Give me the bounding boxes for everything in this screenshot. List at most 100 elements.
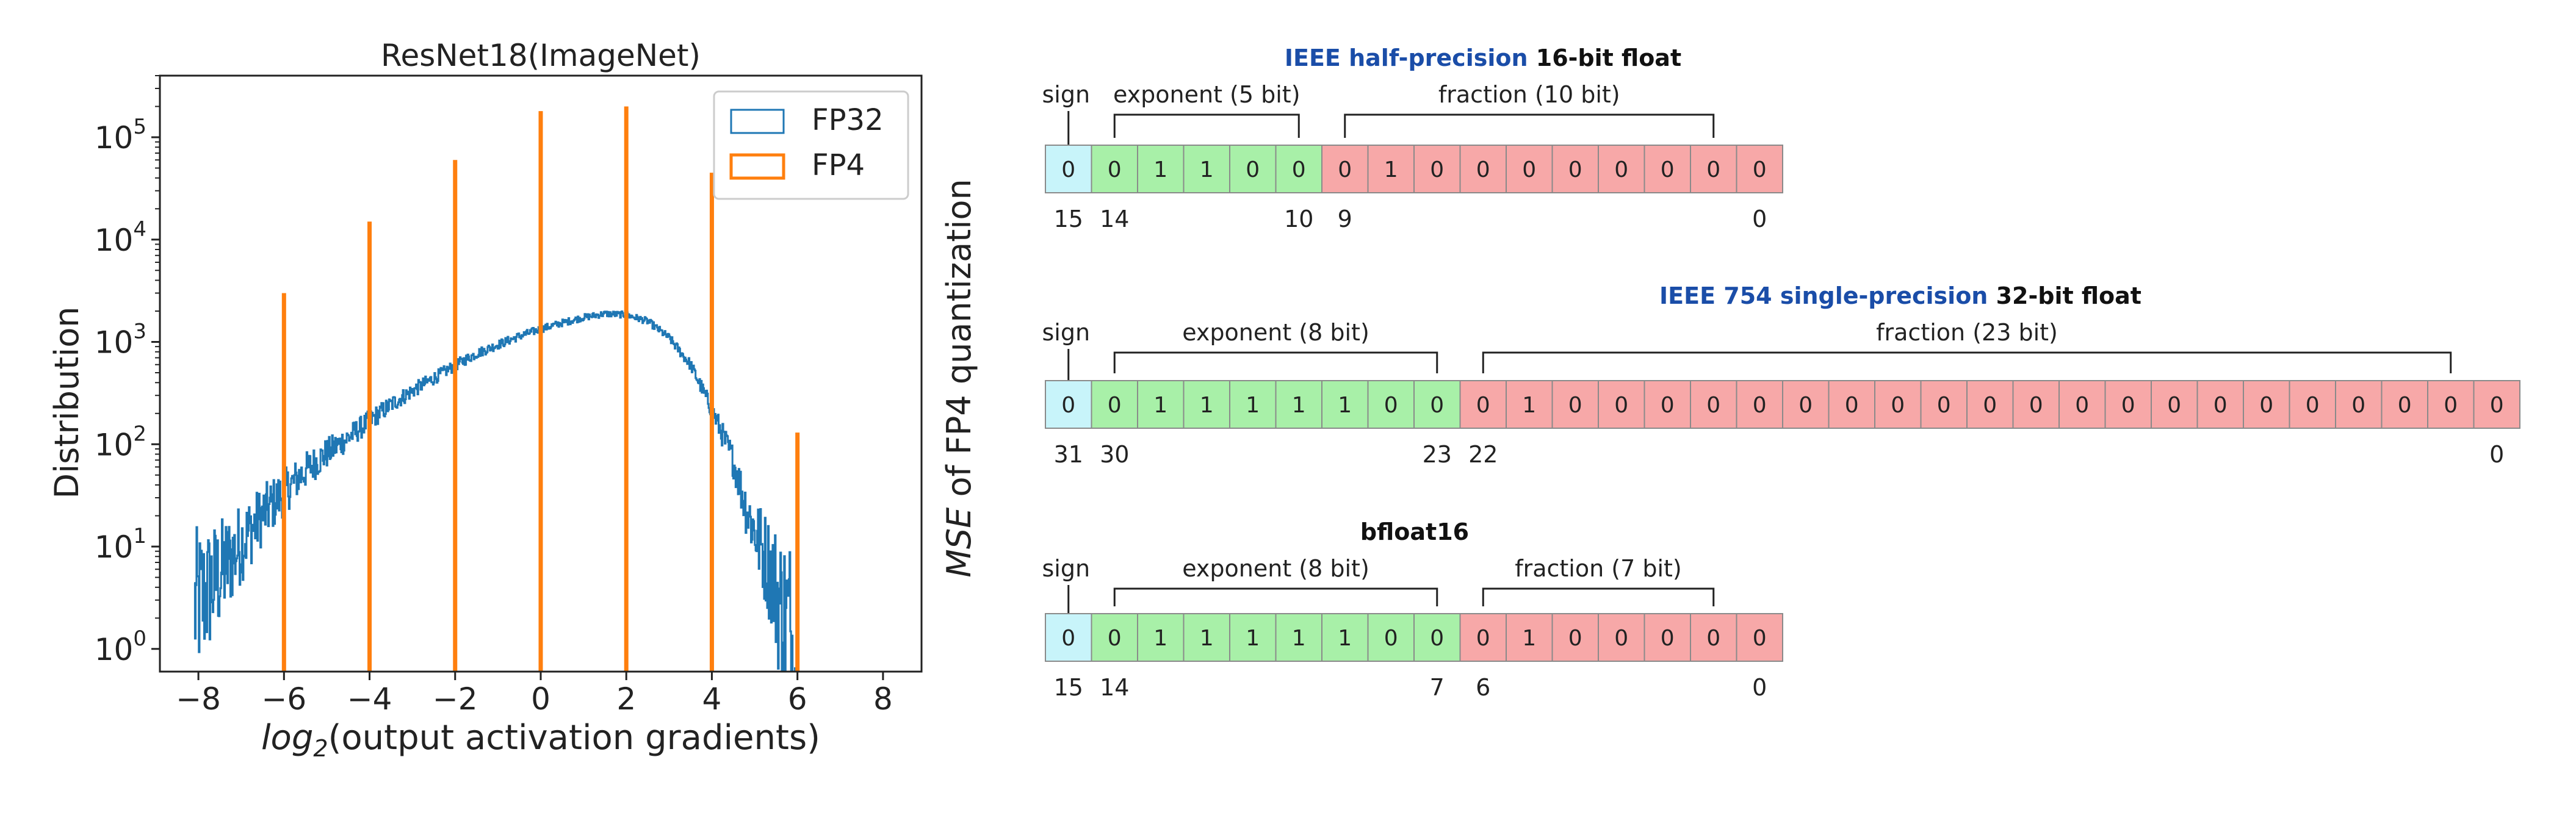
- sign-bit-value: 0: [1061, 157, 1075, 182]
- fraction-bit-value: 0: [2259, 393, 2273, 418]
- fraction-bit-cell: [1643, 380, 1691, 429]
- side-axis-label: MSE of FP4 quantization: [940, 179, 978, 577]
- exponent-bit-cell: [1321, 380, 1369, 429]
- exponent-bit-value: 0: [1384, 393, 1398, 418]
- x-tick-label: 6: [788, 681, 807, 717]
- fraction-bit-value: 0: [1476, 157, 1490, 182]
- fraction-bit-value: 0: [1661, 393, 1675, 418]
- x-tick-label: 0: [531, 681, 550, 717]
- legend-label-fp4: FP4: [812, 148, 865, 182]
- exponent-bracket: [1113, 351, 1438, 373]
- fraction-bit-value: 0: [1937, 393, 1951, 418]
- exponent-bit-value: 1: [1153, 626, 1167, 651]
- bit-index-label: 23: [1423, 441, 1452, 468]
- exponent-bit-value: 0: [1430, 626, 1444, 651]
- fraction-bit-cell: [2104, 380, 2152, 429]
- bit-index-label: 31: [1054, 441, 1083, 468]
- x-axis-label-log: log: [261, 718, 313, 758]
- fraction-bit-cell: [1321, 145, 1369, 193]
- exponent-bit-cell: [1275, 380, 1322, 429]
- format-title-link[interactable]: IEEE half-precision: [1285, 45, 1528, 71]
- exponent-bit-value: 0: [1108, 393, 1122, 418]
- fraction-bit-cell: [1736, 380, 1783, 429]
- exponent-bracket: [1113, 587, 1438, 606]
- y-tick-exponent: 3: [133, 320, 146, 344]
- fraction-bit-value: 0: [2167, 393, 2181, 418]
- fraction-bit-value: 0: [1706, 157, 1720, 182]
- fraction-bit-value: 1: [1522, 393, 1536, 418]
- exponent-bit-value: 0: [1384, 626, 1398, 651]
- exponent-label: exponent (5 bit): [1113, 81, 1301, 108]
- fraction-bit-value: 0: [2351, 393, 2365, 418]
- fraction-bit-value: 0: [2398, 393, 2412, 418]
- fraction-bit-value: 0: [1845, 393, 1859, 418]
- fraction-bit-value: 0: [1476, 393, 1490, 418]
- side-label-text: of FP4 quantization: [940, 179, 978, 507]
- x-tick-label: −4: [347, 681, 392, 717]
- fraction-bit-cell: [1782, 380, 1830, 429]
- y-axis-label: Distribution: [48, 306, 86, 498]
- fraction-bit-value: 0: [1753, 626, 1767, 651]
- exponent-bit-value: 1: [1338, 626, 1352, 651]
- y-tick-base: 10: [95, 223, 134, 258]
- exponent-label: exponent (8 bit): [1182, 319, 1369, 346]
- exponent-bit-cell: [1229, 613, 1277, 662]
- fraction-label: fraction (23 bit): [1876, 319, 2058, 346]
- fraction-bit-cell: [1459, 145, 1507, 193]
- fraction-bit-cell: [2196, 380, 2244, 429]
- sign-label: sign: [1042, 319, 1090, 346]
- fraction-bit-cell: [1551, 380, 1599, 429]
- fraction-bit-cell: [1828, 380, 1875, 429]
- fraction-bit-cell: [2289, 380, 2336, 429]
- side-label-mse: MSE: [940, 507, 978, 578]
- exponent-label: exponent (8 bit): [1182, 555, 1369, 582]
- fraction-bit-cell: [1690, 145, 1737, 193]
- exponent-bit-cell: [1413, 380, 1461, 429]
- fraction-bit-value: 0: [1522, 157, 1536, 182]
- x-tick-label: −2: [433, 681, 478, 717]
- y-tick-base: 10: [95, 427, 134, 462]
- fraction-bit-cell: [1506, 613, 1553, 662]
- fraction-bit-value: 0: [1706, 393, 1720, 418]
- fp32-histogram-line: [193, 310, 801, 673]
- fraction-bit-value: 0: [1661, 626, 1675, 651]
- y-tick-label: 104: [95, 217, 146, 258]
- y-tick-exponent: 4: [133, 217, 146, 242]
- sign-label: sign: [1042, 81, 1090, 108]
- y-tick-label: 103: [95, 320, 146, 361]
- bit-index-label: 15: [1054, 674, 1083, 701]
- fraction-bit-value: 0: [1614, 626, 1628, 651]
- fraction-bit-value: 0: [1753, 393, 1767, 418]
- fraction-bit-cell: [1551, 613, 1599, 662]
- fraction-bit-cell: [2381, 380, 2428, 429]
- fraction-bit-cell: [1506, 380, 1553, 429]
- fraction-bit-value: 0: [2075, 393, 2089, 418]
- fraction-bracket: [1344, 113, 1715, 138]
- y-tick-exponent: 1: [133, 524, 146, 548]
- exponent-bit-value: 1: [1200, 157, 1214, 182]
- y-tick-exponent: 5: [133, 115, 146, 139]
- fraction-bit-cell: [1643, 613, 1691, 662]
- exponent-bit-value: 1: [1292, 626, 1306, 651]
- fraction-bracket: [1482, 587, 1715, 606]
- chart-title: ResNet18(ImageNet): [381, 38, 701, 73]
- fraction-bit-cell: [1920, 380, 1968, 429]
- fraction-bit-cell: [2335, 380, 2383, 429]
- bit-index-label: 14: [1100, 674, 1129, 701]
- y-tick-label: 101: [95, 524, 146, 565]
- fraction-bit-value: 0: [2213, 393, 2228, 418]
- format-title-link[interactable]: IEEE 754 single-precision: [1659, 282, 1988, 309]
- fraction-bit-cell: [1643, 145, 1691, 193]
- bit-index-label: 30: [1100, 441, 1129, 468]
- exponent-bit-value: 1: [1338, 393, 1352, 418]
- exponent-bit-cell: [1367, 613, 1415, 662]
- exponent-bit-value: 1: [1292, 393, 1306, 418]
- fraction-bit-cell: [1736, 613, 1783, 662]
- exponent-bit-cell: [1229, 380, 1277, 429]
- fraction-bit-value: 0: [2029, 393, 2043, 418]
- fraction-bit-cell: [2012, 380, 2060, 429]
- format-title: bfloat16: [1360, 518, 1469, 545]
